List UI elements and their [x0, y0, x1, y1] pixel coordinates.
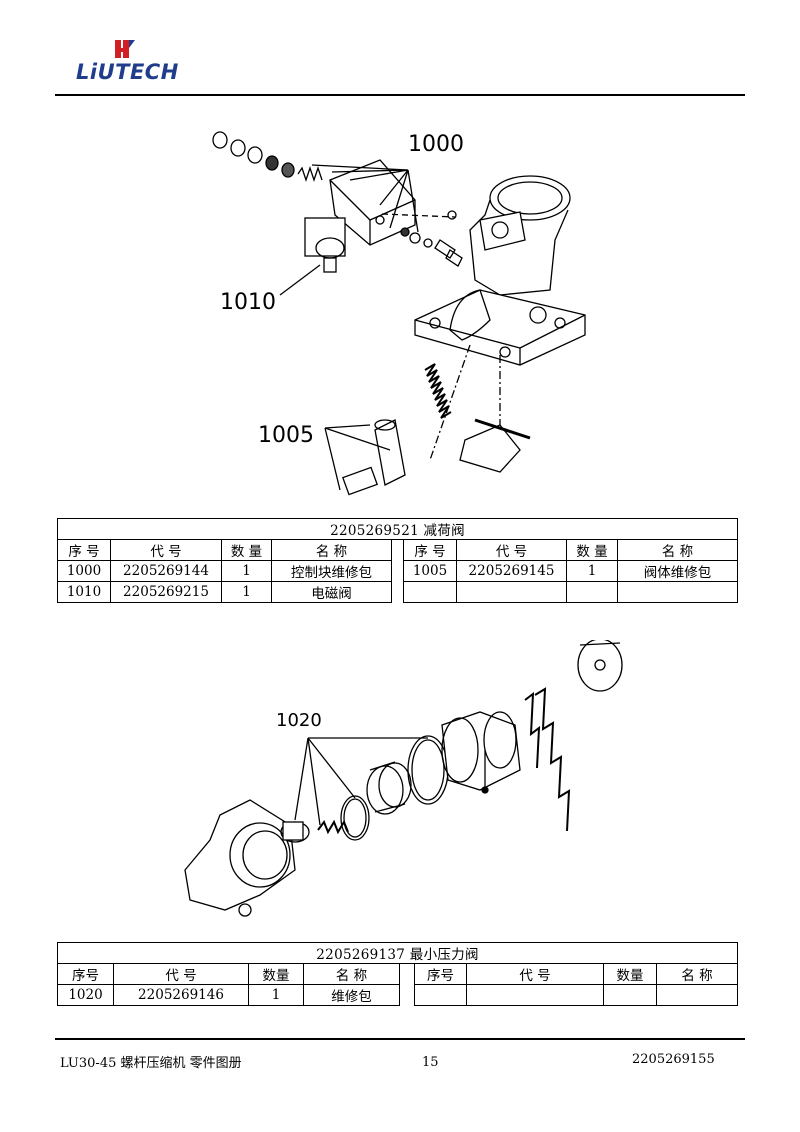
table-title: 2205269137 最小压力阀 [56, 942, 739, 964]
header-cell: 数 量 [221, 539, 272, 561]
header-cell: 数量 [603, 963, 657, 985]
table-cell: 1 [566, 560, 618, 582]
table-row: 1010 2205269215 1 电磁阀 [57, 581, 739, 603]
callout-1000: 1000 [408, 132, 464, 157]
minimum-pressure-valve-diagram [184, 640, 623, 917]
table-cell: 电磁阀 [271, 581, 392, 603]
unloading-valve-diagram [212, 131, 586, 496]
table-row: 1000 2205269144 1 控制块维修包 1005 2205269145… [57, 560, 739, 582]
table-cell: 2205269146 [113, 984, 249, 1006]
table-cell: 1 [221, 581, 272, 603]
table-cell [566, 581, 618, 603]
table-cell: 1 [248, 984, 304, 1006]
header-cell: 序 号 [403, 539, 457, 561]
table-title: 2205269521 减荷阀 [56, 518, 739, 540]
table-cell: 2205269215 [110, 581, 222, 603]
table-cell [456, 581, 567, 603]
header-cell: 代 号 [456, 539, 567, 561]
table-cell: 2205269145 [456, 560, 567, 582]
callout-1010: 1010 [220, 290, 276, 315]
company-logo: LiUTECH [76, 38, 186, 86]
header-rule [55, 94, 745, 96]
table-cell: 控制块维修包 [271, 560, 392, 582]
table-cell [403, 581, 457, 603]
table-cell [603, 984, 657, 1006]
header-cell: 名 称 [271, 539, 392, 561]
header-cell: 名 称 [303, 963, 400, 985]
footer-doc-number: 2205269155 [632, 1052, 715, 1067]
table-title-row: 2205269137 最小压力阀 [56, 942, 739, 964]
logo-text: LiUTECH [76, 60, 179, 84]
footer-title: LU30-45 螺杆压缩机 零件图册 [60, 1056, 242, 1071]
table-header-row: 序 号 代 号 数 量 名 称 序 号 代 号 数 量 名 称 [57, 539, 739, 603]
table-gap [399, 963, 415, 1006]
header-cell: 序号 [414, 963, 467, 985]
header-cell: 序号 [57, 963, 114, 985]
table-cell [414, 984, 467, 1006]
table-cell [616, 581, 739, 603]
parts-table-minimum-pressure-valve: 2205269137 最小压力阀 序号 代 号 数量 名 称 序号 代 号 数量… [56, 942, 739, 1006]
table-row: 1020 2205269146 1 维修包 [57, 984, 739, 1006]
table-cell: 1 [221, 560, 272, 582]
header-cell: 代 号 [110, 539, 222, 561]
page-number: 15 [422, 1055, 439, 1070]
table-title-row: 2205269521 减荷阀 [56, 518, 739, 540]
table-cell [466, 984, 604, 1006]
header-cell: 名 称 [655, 963, 739, 985]
parts-table-unloading-valve: 2205269521 减荷阀 序 号 代 号 数 量 名 称 序 号 代 号 数… [56, 518, 739, 603]
table-cell: 维修包 [303, 984, 400, 1006]
header-cell: 名 称 [616, 539, 739, 561]
table-header-row: 序号 代 号 数量 名 称 序号 代 号 数量 名 称 [57, 963, 739, 1006]
footer-rule [55, 1038, 745, 1040]
callout-1005: 1005 [258, 423, 314, 448]
table-cell: 1000 [57, 560, 111, 582]
header-cell: 代 号 [466, 963, 604, 985]
table-cell: 1010 [57, 581, 111, 603]
table-cell: 2205269144 [110, 560, 222, 582]
logo-mark-icon [115, 40, 135, 58]
callout-1020: 1020 [276, 710, 322, 731]
table-cell: 1005 [403, 560, 457, 582]
header-cell: 序 号 [57, 539, 111, 561]
table-gap [391, 539, 404, 603]
header-cell: 数 量 [566, 539, 618, 561]
table-cell [655, 984, 739, 1006]
header-cell: 代 号 [113, 963, 249, 985]
header-cell: 数量 [248, 963, 304, 985]
table-cell: 阀体维修包 [616, 560, 739, 582]
table-cell: 1020 [57, 984, 114, 1006]
